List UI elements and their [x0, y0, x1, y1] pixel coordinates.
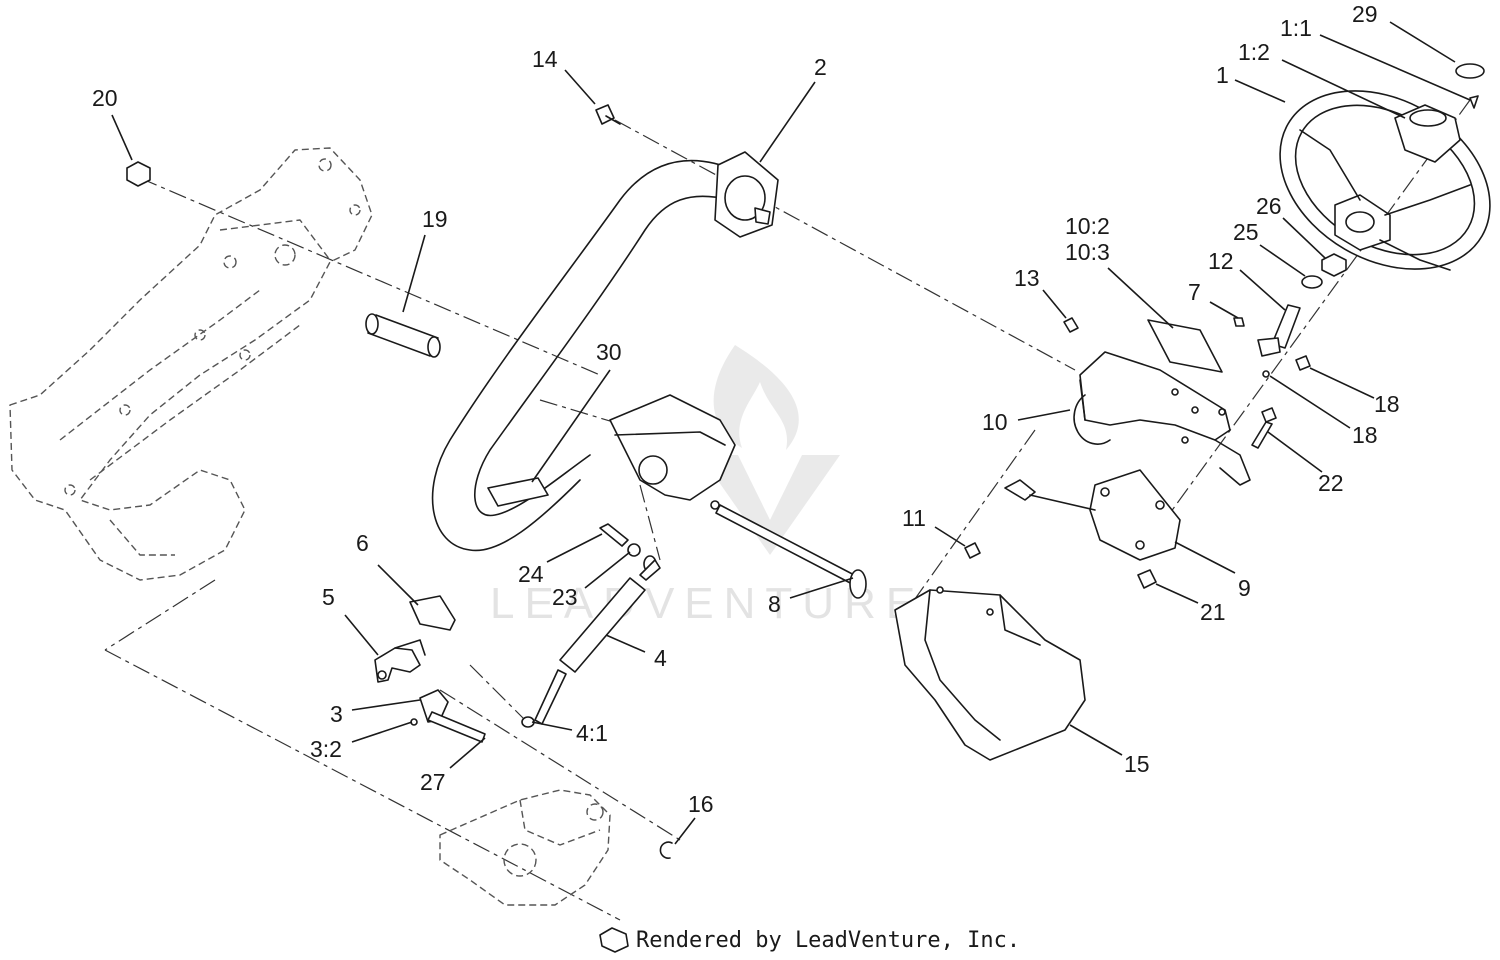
callout-1-1: 1:1	[1280, 15, 1312, 41]
column-bracket-10	[1073, 351, 1251, 486]
bolt-14	[595, 104, 621, 125]
callout-1-2: 1:2	[1238, 39, 1270, 65]
callout-29: 29	[1352, 1, 1378, 27]
callout-19: 19	[422, 206, 448, 232]
pivot-casting-phantom	[439, 789, 629, 953]
callout-12: 12	[1208, 248, 1234, 274]
callout-1: 1	[1216, 62, 1229, 88]
emblem-29	[1455, 63, 1485, 79]
credit-text: Rendered by LeadVenture, Inc.	[636, 928, 1020, 953]
callout-3: 3	[330, 701, 343, 727]
washer-25	[1301, 275, 1323, 289]
callout-3-2: 3:2	[310, 736, 342, 762]
callout-22: 22	[1318, 470, 1344, 496]
washer-23	[627, 543, 641, 557]
pad-6	[409, 595, 456, 631]
callout-6: 6	[356, 530, 369, 556]
screw-1-1	[1469, 95, 1479, 109]
frame-phantom	[9, 147, 373, 581]
callout-16: 16	[688, 791, 714, 817]
callout-7: 7	[1188, 279, 1201, 305]
latch-5	[374, 639, 426, 683]
bolt-22	[1251, 407, 1277, 449]
callout-18-b: 18	[1352, 422, 1378, 448]
pivot-arm-3	[410, 689, 486, 743]
support-tube-2	[431, 151, 779, 552]
callout-14: 14	[532, 46, 558, 72]
actuator-9	[1004, 469, 1181, 589]
callout-13: 13	[1014, 265, 1040, 291]
callout-8: 8	[768, 591, 781, 617]
bolt-24	[599, 523, 629, 547]
callout-10: 10	[982, 409, 1008, 435]
callout-9: 9	[1238, 575, 1251, 601]
nut-26	[1321, 253, 1347, 277]
callout-23: 23	[552, 584, 578, 610]
leader-lines	[111, 21, 1471, 845]
callout-18-a: 18	[1374, 391, 1400, 417]
centerlines	[104, 99, 1471, 921]
callout-25: 25	[1233, 219, 1259, 245]
callout-10-2: 10:2	[1065, 213, 1110, 239]
callout-4-1: 4:1	[576, 720, 608, 746]
callout-labels: 29 1:1 1:2 1 14 2 20 19 30 13 10:2 10:3 …	[92, 1, 1400, 817]
center-cap-1-2	[1394, 104, 1461, 163]
clip-16	[659, 841, 673, 859]
callout-20: 20	[92, 85, 118, 111]
watermark-text: LEADVENTURE	[490, 579, 925, 628]
nut-11	[964, 542, 981, 559]
callout-27: 27	[420, 769, 446, 795]
callout-11: 11	[902, 505, 926, 531]
steering-wheel-1	[1279, 90, 1491, 271]
bolt-13	[1063, 317, 1079, 333]
callout-5: 5	[322, 584, 335, 610]
callout-24: 24	[518, 561, 544, 587]
decal-30	[487, 477, 549, 507]
cover-15	[894, 586, 1086, 761]
callout-30: 30	[596, 339, 622, 365]
watermark-logo: LEADVENTURE	[490, 345, 925, 628]
callout-4: 4	[654, 645, 667, 671]
callout-10-3: 10:3	[1065, 239, 1110, 265]
callout-26: 26	[1256, 193, 1282, 219]
callout-21: 21	[1200, 599, 1226, 625]
pivot-pin-8	[715, 504, 867, 599]
column-shaft-12	[1233, 304, 1311, 378]
nut-20	[126, 161, 151, 187]
decal-10-2-10-3	[1147, 319, 1223, 373]
callout-15: 15	[1124, 751, 1150, 777]
spacer-19	[365, 313, 441, 358]
callout-2: 2	[814, 54, 827, 80]
